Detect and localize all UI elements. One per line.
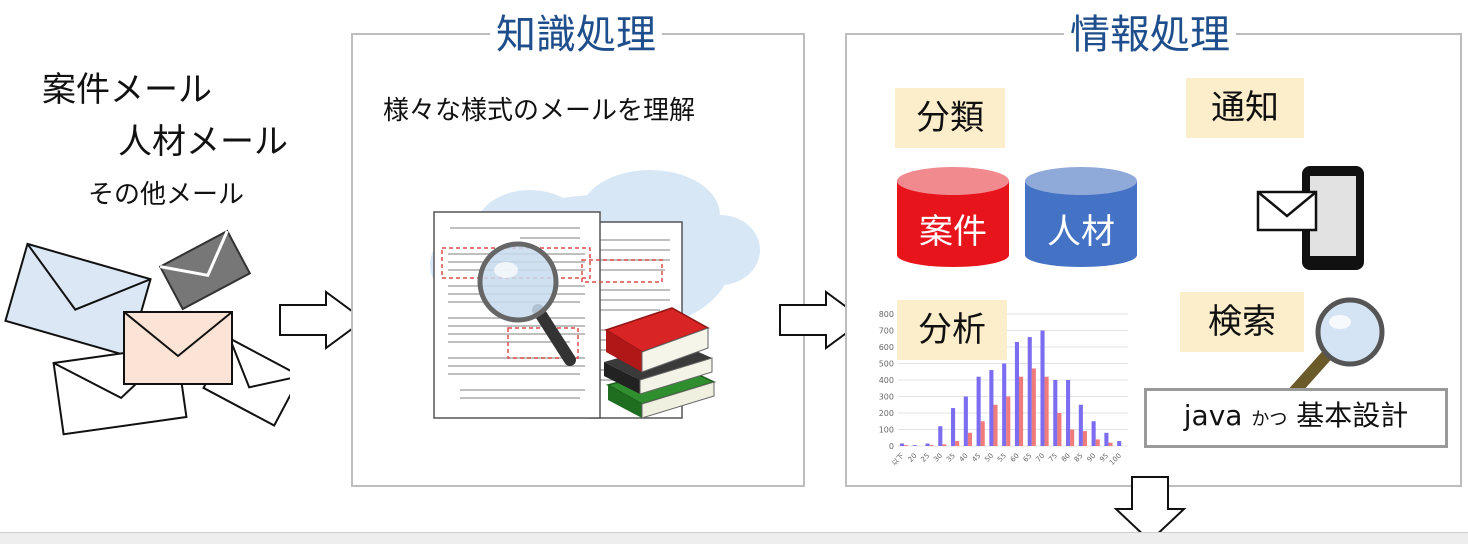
search-query-term: 基本設計 <box>1296 399 1409 432</box>
info-panel-title: 情報処理 <box>1064 12 1236 58</box>
chart-bar <box>1091 421 1096 446</box>
down-arrow-icon <box>1113 476 1187 543</box>
chart-y-tick-label: 600 <box>879 343 894 352</box>
chart-x-tick-label: 20 <box>907 452 919 464</box>
chart-bar <box>1070 429 1075 446</box>
database-talent-label: 人材 <box>1047 212 1115 252</box>
chart-bar <box>1117 441 1122 446</box>
database-project-label: 案件 <box>919 212 987 252</box>
search-query-main: java <box>1183 399 1243 432</box>
search-tag: 検索 <box>1180 292 1304 352</box>
chart-bar <box>993 404 998 446</box>
peach-envelope-icon <box>123 311 233 385</box>
chart-x-tick-label: 40 <box>958 452 970 464</box>
books-icon <box>604 307 717 419</box>
chart-x-tick-label: 60 <box>1009 452 1021 464</box>
chart-x-tick-label: 以下 <box>890 452 906 468</box>
notify-tag: 通知 <box>1186 78 1304 138</box>
chart-bar <box>963 396 968 446</box>
chart-y-tick-label: 300 <box>879 393 894 402</box>
chart-x-tick-label: 30 <box>932 452 944 464</box>
search-query-operator: かつ <box>1251 409 1288 430</box>
chart-bar <box>955 441 960 446</box>
chart-bar <box>925 443 930 446</box>
knowledge-panel-subtitle: 様々な様式のメールを理解 <box>383 96 696 126</box>
chart-x-tick-label: 90 <box>1086 452 1098 464</box>
chart-bar <box>1078 404 1083 446</box>
chart-bar <box>967 432 972 446</box>
chart-bar <box>1031 368 1036 446</box>
chart-bar <box>1027 337 1032 446</box>
chart-y-tick-label: 0 <box>889 442 894 451</box>
chart-bar <box>938 426 943 446</box>
classify-tag: 分類 <box>895 88 1005 148</box>
chart-bar <box>976 376 981 446</box>
chart-bar <box>989 370 994 446</box>
chart-y-tick-label: 800 <box>879 310 894 319</box>
analyze-tag: 分析 <box>897 300 1007 360</box>
search-query-box[interactable]: java かつ 基本設計 <box>1144 388 1448 448</box>
chart-bar <box>1006 396 1011 446</box>
chart-x-tick-label: 85 <box>1073 452 1085 464</box>
chart-y-tick-label: 700 <box>879 327 894 336</box>
chart-bar <box>951 408 956 446</box>
chart-x-tick-label: 50 <box>983 452 995 464</box>
chart-y-tick-label: 400 <box>879 376 894 385</box>
project-mail-label: 案件メール <box>42 70 212 110</box>
other-mail-label: その他メール <box>88 180 245 210</box>
chart-bar <box>1040 330 1045 446</box>
database-talent-icon: 人材 <box>1025 167 1137 267</box>
chart-bar <box>1014 342 1020 446</box>
chart-x-tick-label: 55 <box>996 452 1008 464</box>
chart-bar <box>912 445 917 446</box>
right-arrow-icon <box>279 290 366 350</box>
chart-x-tick-label: 65 <box>1022 452 1034 464</box>
chart-bar <box>1082 431 1087 446</box>
chart-x-tick-label: 95 <box>1098 452 1110 464</box>
chart-bar <box>929 445 934 446</box>
chart-bar <box>1066 380 1071 446</box>
talent-mail-label: 人材メール <box>118 122 288 162</box>
envelopes-illustration <box>4 229 290 436</box>
databases-illustration: 案件 人材 <box>897 167 1137 267</box>
chart-x-tick-label: 70 <box>1034 452 1046 464</box>
chart-y-tick-label: 200 <box>879 409 894 418</box>
chart-bar <box>1053 380 1058 446</box>
chart-x-tick-label: 80 <box>1060 452 1072 464</box>
document-analysis-illustration <box>430 170 760 419</box>
search-magnifier-icon <box>1288 297 1385 398</box>
chart-bar <box>1108 442 1113 446</box>
gray-envelope-icon <box>158 229 252 311</box>
chart-x-tick-label: 35 <box>945 452 957 464</box>
chart-x-tick-label: 25 <box>919 452 931 464</box>
notification-illustration <box>1256 166 1364 270</box>
chart-bar <box>942 444 947 446</box>
chart-bar <box>1044 376 1049 446</box>
chart-bar <box>899 443 905 446</box>
chart-bar <box>1057 413 1062 446</box>
chart-bar <box>1095 439 1100 446</box>
database-project-icon: 案件 <box>897 167 1009 267</box>
smartphone-icon <box>1302 166 1364 270</box>
chart-bar <box>1104 432 1109 446</box>
chart-y-tick-label: 100 <box>879 426 894 435</box>
chart-bar <box>980 421 985 446</box>
knowledge-panel-title: 知識処理 <box>490 12 662 58</box>
chart-bar <box>1019 376 1024 446</box>
bottom-bar <box>0 532 1468 544</box>
magnifier-icon <box>477 241 576 366</box>
chart-x-tick-label: 75 <box>1047 452 1059 464</box>
chart-x-tick-label: 45 <box>971 452 983 464</box>
chart-y-tick-label: 500 <box>879 360 894 369</box>
chart-bar <box>1002 363 1007 446</box>
chart-bar <box>904 445 909 446</box>
envelope-icon <box>1256 190 1318 232</box>
chart-x-tick-label: 100 <box>1108 452 1123 467</box>
